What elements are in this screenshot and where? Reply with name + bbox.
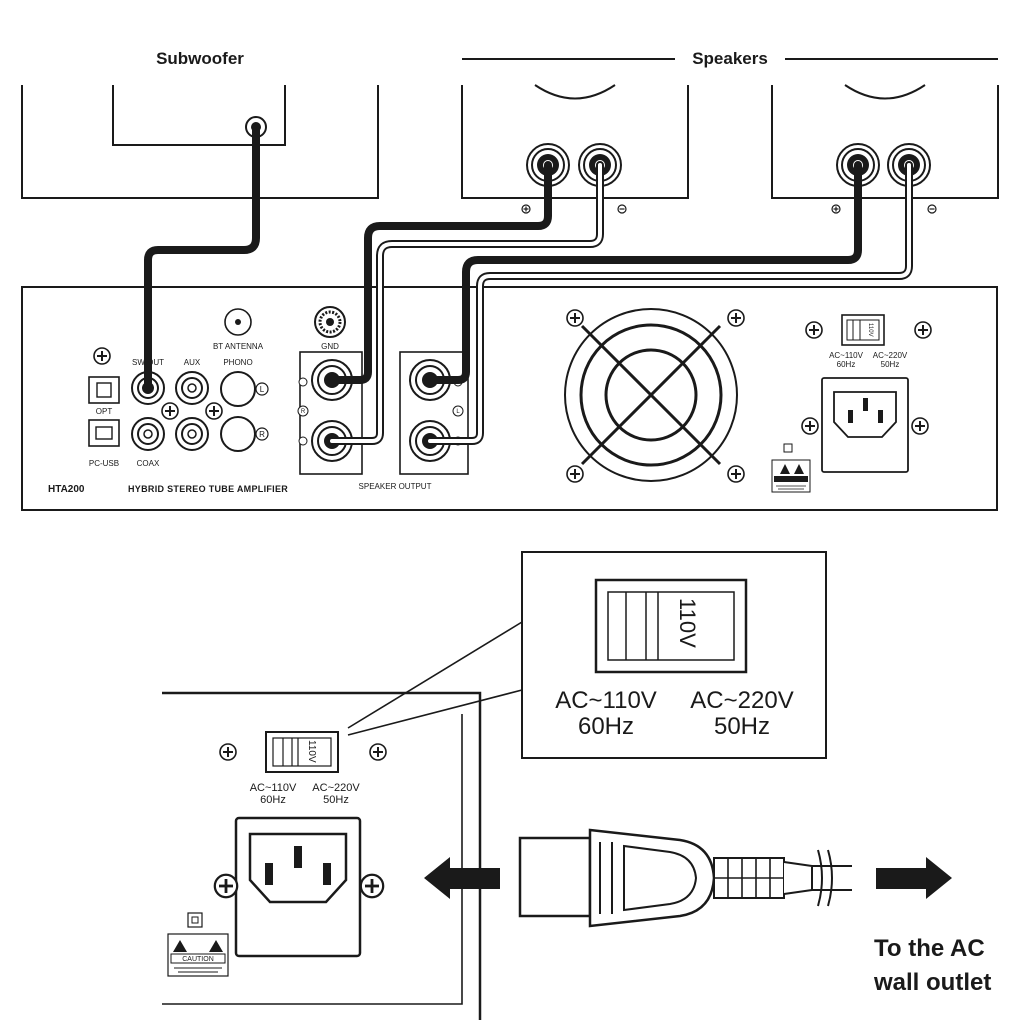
bt-antenna-label: BT ANTENNA bbox=[213, 342, 264, 351]
model-label: HTA200 bbox=[48, 484, 85, 495]
voltage-switch-small: 110V bbox=[841, 314, 885, 346]
opt-label: OPT bbox=[96, 407, 113, 416]
warning-icon bbox=[173, 940, 187, 952]
caution-label-large: CAUTION bbox=[167, 933, 229, 977]
speaker-left-positive-cable bbox=[328, 161, 552, 384]
power-inlet-small bbox=[801, 377, 929, 473]
ac220-small-label: AC~220V bbox=[873, 351, 908, 360]
screw-icon bbox=[805, 321, 823, 339]
polarity-negative-icon bbox=[617, 204, 627, 214]
phono-jack-left bbox=[220, 371, 256, 407]
arrow-right-icon bbox=[876, 857, 952, 899]
speakers-label: Speakers bbox=[692, 49, 768, 68]
phono-r-label: R bbox=[259, 430, 265, 439]
aux-jack-right bbox=[175, 417, 209, 451]
speaker-right-positive-cable bbox=[426, 161, 862, 384]
voltage-switch-medium: 110V bbox=[265, 731, 339, 773]
ac110-large-label: AC~110V bbox=[555, 687, 657, 714]
polarity-negative-icon bbox=[927, 204, 937, 214]
power-plug-icon bbox=[518, 828, 852, 928]
ac110-medium-label: AC~110V bbox=[250, 782, 297, 794]
ac220-medium-label: AC~220V bbox=[312, 782, 360, 794]
speaker-output-r-label: R bbox=[301, 409, 306, 415]
ac110-small-label: AC~110V bbox=[829, 351, 864, 360]
switch-small-text: 110V bbox=[867, 323, 873, 337]
amplifier-rear-panel: BT ANTENNA OPT PC-USB SW OUT AUX PHONO L… bbox=[21, 286, 998, 511]
warning-icon bbox=[780, 464, 790, 474]
speaker-output-left-channel: L bbox=[399, 351, 469, 475]
ac220-small-freq: 50Hz bbox=[881, 360, 900, 369]
ac110-medium-freq: 60Hz bbox=[260, 794, 286, 806]
screw-icon bbox=[93, 347, 111, 365]
gnd-label: GND bbox=[321, 342, 339, 351]
aux-label: AUX bbox=[184, 358, 201, 367]
phono-l-label: L bbox=[260, 385, 265, 394]
subwoofer-cable bbox=[144, 123, 260, 392]
polarity-positive-icon bbox=[831, 204, 841, 214]
speaker-left-negative-cable bbox=[330, 163, 602, 443]
caution-label-small bbox=[771, 459, 811, 493]
voltage-switch-large: 110V bbox=[594, 578, 748, 674]
destination-line2: wall outlet bbox=[873, 969, 991, 996]
speaker-output-l-label: L bbox=[456, 409, 460, 415]
switch-large-text: 110V bbox=[675, 598, 700, 648]
gnd-terminal: GND bbox=[314, 306, 346, 351]
pc-usb-label: PC-USB bbox=[89, 459, 119, 468]
speaker-left bbox=[461, 84, 689, 214]
screw-icon bbox=[369, 743, 387, 761]
cables bbox=[144, 123, 913, 445]
screw-icon bbox=[914, 321, 932, 339]
speakers-header: Speakers bbox=[462, 49, 998, 68]
ac110-large-freq: 60Hz bbox=[578, 713, 634, 740]
speaker-right-negative-cable bbox=[428, 163, 911, 443]
ac110-small-freq: 60Hz bbox=[837, 360, 856, 369]
subwoofer-label: Subwoofer bbox=[156, 49, 244, 68]
aux-jack-left bbox=[175, 371, 209, 405]
polarity-positive-icon bbox=[521, 204, 531, 214]
ac220-large-label: AC~220V bbox=[690, 687, 793, 714]
zoom-callout: 110V AC~110V 60Hz AC~220V 50Hz bbox=[347, 551, 827, 759]
pc-usb-input: PC-USB bbox=[88, 419, 120, 468]
speaker-output-right-channel: R bbox=[297, 351, 363, 475]
caution-text: CAUTION bbox=[182, 956, 214, 963]
screw-icon bbox=[161, 402, 179, 420]
subwoofer-unit: Subwoofer bbox=[21, 49, 379, 199]
fan-icon bbox=[564, 308, 745, 483]
phono-label: PHONO bbox=[223, 358, 252, 367]
ac220-medium-freq: 50Hz bbox=[323, 794, 349, 806]
coax-jack bbox=[131, 417, 165, 451]
coax-label: COAX bbox=[137, 459, 160, 468]
bt-antenna-connector: BT ANTENNA bbox=[213, 308, 264, 351]
speaker-right bbox=[771, 84, 999, 214]
power-inlet-large bbox=[213, 816, 385, 958]
switch-medium-text: 110V bbox=[306, 740, 317, 763]
optical-input: OPT bbox=[88, 376, 120, 416]
warning-icon bbox=[209, 940, 223, 952]
model-description: HYBRID STEREO TUBE AMPLIFIER bbox=[128, 484, 288, 494]
panel-closeup: 110V AC~110V 60Hz AC~220V 50Hz CAUTION bbox=[162, 691, 482, 1020]
screw-icon bbox=[205, 402, 223, 420]
arrow-left-icon bbox=[424, 857, 500, 899]
ac220-large-freq: 50Hz bbox=[714, 713, 770, 740]
warning-icon bbox=[794, 464, 804, 474]
speaker-output-label: SPEAKER OUTPUT bbox=[359, 482, 432, 491]
screw-icon bbox=[219, 743, 237, 761]
destination-line1: To the AC bbox=[874, 935, 985, 962]
phono-jack-right bbox=[220, 416, 256, 452]
